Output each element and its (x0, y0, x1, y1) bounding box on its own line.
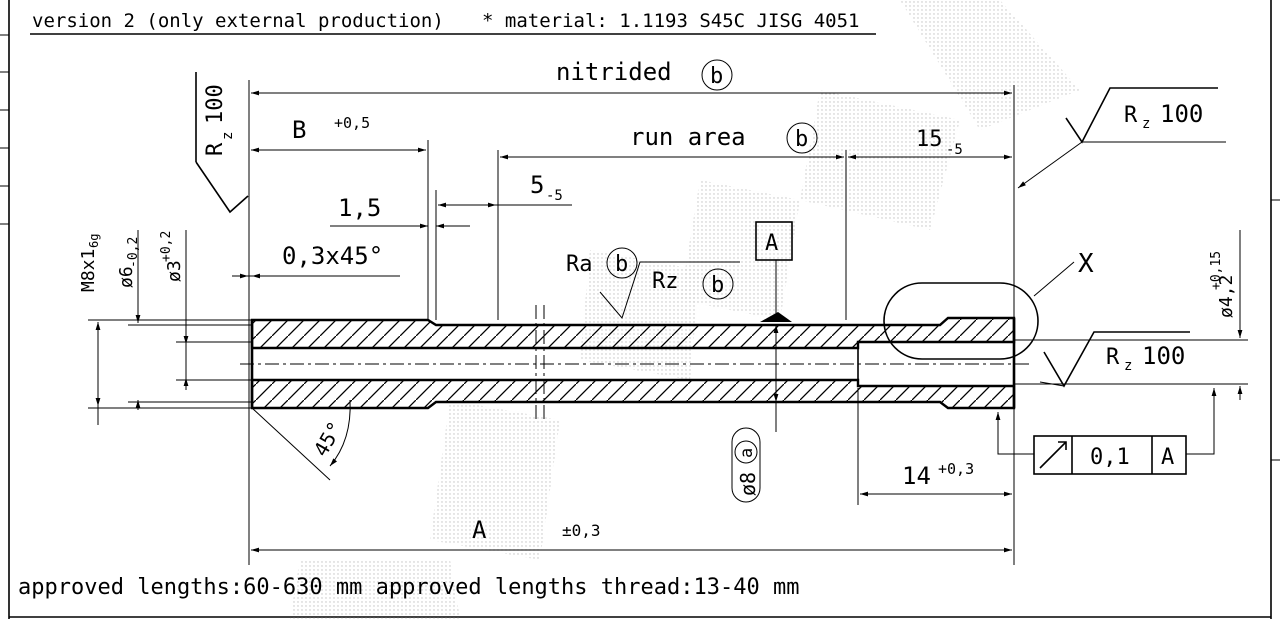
fourteen-tol: +0,3 (938, 460, 974, 478)
tol-value: 0,1 (1090, 445, 1130, 470)
d6-label: ø6 (116, 266, 137, 288)
right-top-roughness: R z 100 (1017, 87, 1226, 189)
detail-x-label: X (1078, 249, 1094, 279)
run-area-mark: b (795, 127, 808, 152)
thread-label: M8x1 (78, 249, 99, 292)
right-mid-z: z (1124, 358, 1132, 374)
ra-rz-callout: Ra b Rz b (566, 247, 740, 320)
right-top-z: z (1142, 116, 1150, 132)
datum-box (755, 221, 793, 261)
fourteen-label: 14 (902, 462, 931, 490)
left-r: R (203, 142, 228, 156)
approved-lengths: approved lengths:60-630 mm approved leng… (18, 575, 799, 600)
fifteen-label: 15 (916, 127, 943, 152)
ra-label: Ra (566, 252, 593, 277)
b-tol: +0,5 (334, 114, 370, 132)
tolerance-frame: 0,1 A (995, 388, 1217, 475)
right-mid-val: 100 (1142, 342, 1185, 370)
d3-label: ø3 (164, 260, 185, 282)
tol-datum: A (1161, 445, 1174, 470)
rz-label: Rz (652, 269, 679, 294)
nitrided-mark: b (710, 64, 723, 89)
datum-label: A (765, 231, 778, 256)
b-label: B (292, 116, 306, 144)
d42-dim: ø4,2 +0,15 (1014, 230, 1248, 400)
fifteen-tol: -5 (946, 142, 963, 158)
extension-lines (248, 80, 1015, 565)
d8-mark: a (737, 448, 757, 458)
nitrided-label: nitrided (556, 58, 672, 86)
one-five-label: 1,5 (338, 194, 381, 222)
diameter-dims-left: M8x1 6g ø6 -0,2 ø3 +0,2 (78, 230, 252, 425)
material-label: * material: 1.1193 S45C JISG 4051 (482, 10, 860, 32)
right-top-r: R (1124, 103, 1138, 128)
d6-tol: -0,2 (126, 237, 141, 268)
five-label: 5 (530, 171, 544, 199)
circular-runout-icon (1039, 441, 1067, 469)
d8-label: ø8 (736, 472, 760, 496)
angle-label: 45° (309, 417, 348, 460)
left-roughness-symbol: R z 100 (195, 72, 249, 214)
detail-x-outline (883, 282, 1039, 360)
right-mid-r: R (1106, 345, 1120, 370)
run-area-label: run area (630, 123, 746, 151)
right-mid-roughness: R z 100 (1039, 331, 1190, 388)
d3-tol: +0,2 (159, 231, 174, 262)
thread-tol: 6g (87, 234, 101, 248)
version-label: version 2 (only external production) (32, 10, 444, 32)
five-tol: -5 (546, 188, 563, 204)
left-val: 100 (203, 84, 228, 124)
right-top-val: 100 (1160, 100, 1203, 128)
chamfer-label: 0,3x45° (282, 242, 383, 270)
rz-mark: b (711, 273, 724, 298)
a-label: A (472, 516, 487, 544)
d42-label: ø4,2 (1216, 275, 1237, 318)
d8-callout (731, 427, 761, 503)
a-tol: ±0,3 (562, 521, 601, 540)
part-body (240, 305, 1030, 420)
d42-tol: +0,15 (1209, 251, 1224, 290)
ra-mark: b (615, 252, 628, 277)
left-z: z (220, 132, 236, 140)
